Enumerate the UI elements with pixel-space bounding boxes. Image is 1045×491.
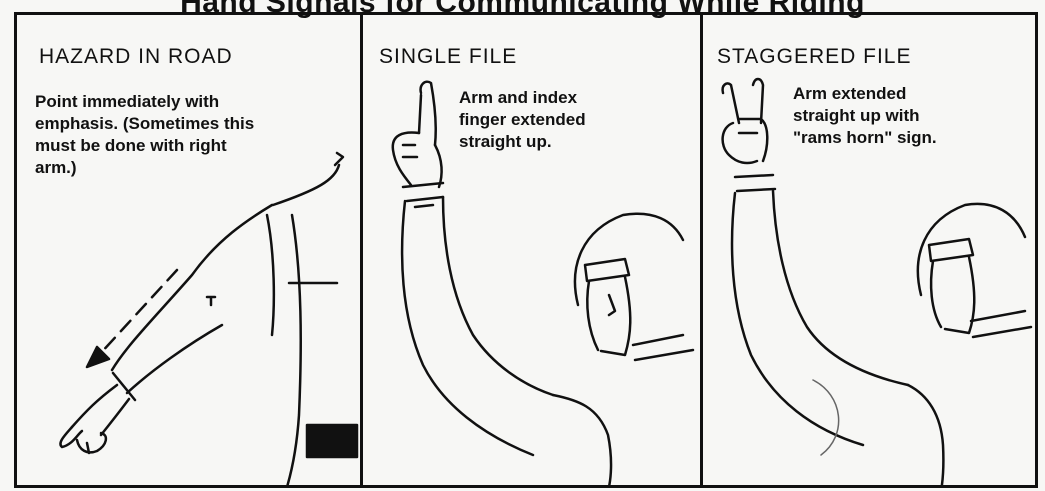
hand-signals-chart: HAZARD IN ROAD Point immediately with em… bbox=[14, 12, 1038, 488]
panel-title: STAGGERED FILE bbox=[717, 45, 912, 68]
pointing-down-arm-icon bbox=[59, 151, 359, 485]
index-finger-up-arm-icon bbox=[391, 80, 695, 485]
panel-single-file: SINGLE FILE Arm and index finger extende… bbox=[363, 15, 703, 485]
panel-description: Arm and index finger extended straight u… bbox=[459, 88, 586, 151]
rams-horn-arm-icon bbox=[721, 77, 1033, 485]
panel-title: SINGLE FILE bbox=[379, 45, 518, 68]
panel-description: Arm extended straight up with "rams horn… bbox=[793, 84, 937, 147]
panel-title: HAZARD IN ROAD bbox=[39, 45, 233, 68]
panel-staggered-file: STAGGERED FILE Arm extended straight up … bbox=[703, 15, 1035, 485]
panel-description: Point immediately with emphasis. (Someti… bbox=[35, 92, 255, 177]
panel-hazard-in-road: HAZARD IN ROAD Point immediately with em… bbox=[17, 15, 363, 485]
